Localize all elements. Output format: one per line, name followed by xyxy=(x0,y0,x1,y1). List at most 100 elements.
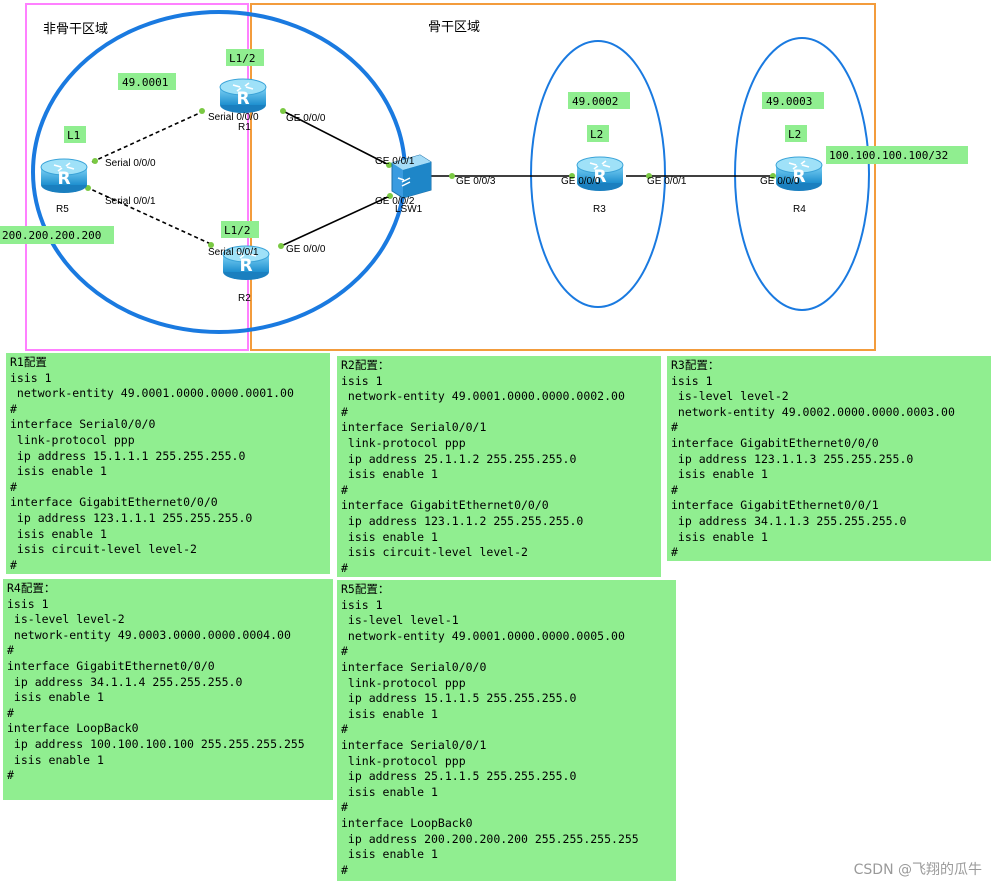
r1-config-line: isis circuit-level level-2 xyxy=(10,542,197,557)
r1-config-title: R1配置 xyxy=(10,355,47,369)
r3-config-line: network-entity 49.0002.0000.0000.0003.00 xyxy=(671,404,955,419)
r1-config-line: ip address 123.1.1.1 255.255.255.0 xyxy=(10,510,253,525)
r4-loopback-text: 100.100.100.100/32 xyxy=(829,149,948,162)
area-tag-49-0001: 49.0001 xyxy=(118,73,176,90)
r5-config-panel: R5配置：isis 1 is-level level-1 network-ent… xyxy=(337,580,676,881)
router-r3-name: R3 xyxy=(593,204,606,215)
r2-config-line: interface Serial0/0/1 xyxy=(341,420,487,435)
r5-config-line: # xyxy=(341,644,348,659)
backbone-area-label: 骨干区域 xyxy=(428,20,480,35)
sw-ge-0-0-2-label: GE 0/0/2 xyxy=(375,196,415,207)
area-tag-49-0002: 49.0002 xyxy=(568,92,630,109)
r2-config-line: isis enable 1 xyxy=(341,529,438,544)
switch-lsw1-name: LSW1 xyxy=(395,204,423,215)
r1-config-line: # xyxy=(10,557,17,572)
r2-config-line: link-protocol ppp xyxy=(341,435,466,450)
r3-ge-0-0-0-label: GE 0/0/0 xyxy=(561,176,601,187)
r5-config-title: R5配置： xyxy=(341,582,390,596)
r4-config-line: ip address 34.1.1.4 255.255.255.0 xyxy=(7,674,243,689)
r4-config-line: ip address 100.100.100.100 255.255.255.2… xyxy=(7,736,305,751)
r3-config-line: interface GigabitEthernet0/0/0 xyxy=(671,435,879,450)
r1-config-line: network-entity 49.0001.0000.0000.0001.00 xyxy=(10,386,294,401)
r3-config-title: R3配置： xyxy=(671,358,720,372)
r5-loopback-tag: 200.200.200.200 xyxy=(0,226,114,244)
r5-config-line: link-protocol ppp xyxy=(341,675,466,690)
r1-config-line: ip address 15.1.1.1 255.255.255.0 xyxy=(10,448,246,463)
level-tag-r3-text: L2 xyxy=(590,128,603,141)
r5-config-line: # xyxy=(341,862,348,877)
r2-config-line: interface GigabitEthernet0/0/0 xyxy=(341,498,549,513)
r2-ge-0-0-0-label: GE 0/0/0 xyxy=(286,244,326,255)
r4-config-line: # xyxy=(7,705,14,720)
r5-config-line: isis enable 1 xyxy=(341,847,438,862)
r4-config-line: interface GigabitEthernet0/0/0 xyxy=(7,658,215,673)
router-r1-icon[interactable] xyxy=(219,78,267,114)
router-r5-icon[interactable] xyxy=(40,158,88,194)
r1-config-line: interface Serial0/0/0 xyxy=(10,417,156,432)
r4-config-line: # xyxy=(7,768,14,783)
level-tag-r2: L1/2 xyxy=(221,221,259,238)
router-r5-name: R5 xyxy=(56,204,69,215)
r3-config-line: ip address 123.1.1.3 255.255.255.0 xyxy=(671,451,914,466)
r1-ge-0-0-0-label: GE 0/0/0 xyxy=(286,113,326,124)
r3-config-line: ip address 34.1.1.3 255.255.255.0 xyxy=(671,513,907,528)
r2-config-line: # xyxy=(341,560,348,575)
link-r5-r1 xyxy=(91,110,205,163)
non-backbone-area-label: 非骨干区域 xyxy=(43,22,108,37)
r4-config-line: is-level level-2 xyxy=(7,612,125,627)
r5-config-line: isis enable 1 xyxy=(341,784,438,799)
router-r4-name: R4 xyxy=(793,204,806,215)
level-tag-r1: L1/2 xyxy=(226,49,264,66)
r3-config-line: # xyxy=(671,420,678,435)
r4-config-line: network-entity 49.0003.0000.0000.0004.00 xyxy=(7,627,291,642)
r4-config-line: isis enable 1 xyxy=(7,690,104,705)
r4-ge-0-0-0-label: GE 0/0/0 xyxy=(760,176,800,187)
r5-config-line: # xyxy=(341,722,348,737)
r3-config-line: interface GigabitEthernet0/0/1 xyxy=(671,498,879,513)
router-r2-name: R2 xyxy=(238,293,251,304)
r2-config-title: R2配置： xyxy=(341,358,390,372)
r2-config-line: ip address 25.1.1.2 255.255.255.0 xyxy=(341,451,577,466)
r3-config-line: is-level level-2 xyxy=(671,389,789,404)
switch-lsw1-icon[interactable] xyxy=(391,154,432,199)
r2-config-panel: R2配置：isis 1 network-entity 49.0001.0000.… xyxy=(337,356,661,577)
r2-config-line: network-entity 49.0001.0000.0000.0002.00 xyxy=(341,389,625,404)
r4-config-panel: R4配置：isis 1 is-level level-2 network-ent… xyxy=(3,579,333,800)
area-tag-49-0002-text: 49.0002 xyxy=(572,95,618,108)
r3-config-panel: R3配置：isis 1 is-level level-2 network-ent… xyxy=(667,356,991,561)
r3-ge-0-0-1-label: GE 0/0/1 xyxy=(647,176,687,187)
r3-config-line: # xyxy=(671,482,678,497)
level-tag-r4-text: L2 xyxy=(788,128,801,141)
level-tag-r3: L2 xyxy=(587,125,609,142)
r2-config-line: ip address 123.1.1.2 255.255.255.0 xyxy=(341,513,584,528)
r3-config-line: isis enable 1 xyxy=(671,467,768,482)
r4-config-line: isis enable 1 xyxy=(7,752,104,767)
level-tag-r4: L2 xyxy=(785,125,807,142)
r2-serial-0-0-1-label: Serial 0/0/1 xyxy=(208,247,259,258)
r5-config-line: # xyxy=(341,800,348,815)
r5-config-line: ip address 200.200.200.200 255.255.255.2… xyxy=(341,831,639,846)
r1-config-line: isis enable 1 xyxy=(10,464,107,479)
r4-loopback-tag: 100.100.100.100/32 xyxy=(826,146,968,164)
r2-config-line: isis 1 xyxy=(341,373,383,388)
r4-config-line: # xyxy=(7,643,14,658)
r5-config-line: interface LoopBack0 xyxy=(341,815,473,830)
link-r5-r2 xyxy=(85,186,214,246)
r3-config-line: # xyxy=(671,545,678,560)
r5-config-line: ip address 25.1.1.5 255.255.255.0 xyxy=(341,769,577,784)
csdn-watermark: CSDN @飞翔的瓜牛 xyxy=(853,862,982,878)
r1-config-line: interface GigabitEthernet0/0/0 xyxy=(10,495,218,510)
backbone-area-box xyxy=(250,3,876,351)
r5-config-line: link-protocol ppp xyxy=(341,753,466,768)
router-r1-name: R1 xyxy=(238,122,251,133)
link-r1-sw xyxy=(280,109,392,167)
sw-ge-0-0-3-label: GE 0/0/3 xyxy=(456,176,496,187)
r3-config-line: isis 1 xyxy=(671,373,713,388)
link-r2-sw xyxy=(278,194,393,248)
r1-serial-0-0-0-label: Serial 0/0/0 xyxy=(208,112,259,123)
r2-config-line: isis enable 1 xyxy=(341,467,438,482)
r5-config-line: is-level level-1 xyxy=(341,613,459,628)
area-tag-49-0003: 49.0003 xyxy=(762,92,824,109)
